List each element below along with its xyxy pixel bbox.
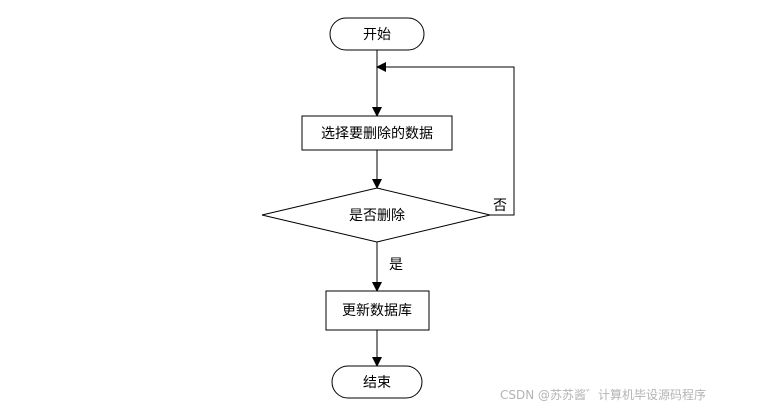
end-label: 结束 (363, 375, 391, 391)
select-data-label: 选择要删除的数据 (321, 126, 433, 142)
decision-delete-label: 是否删除 (349, 208, 405, 224)
decision-delete-node: 是否删除 (261, 187, 491, 243)
edge-yes-label: 是 (389, 257, 403, 273)
watermark: CSDN @苏苏酱゛计算机毕设源码程序 (500, 388, 707, 402)
select-data-node: 选择要删除的数据 (301, 115, 453, 151)
end-node: 结束 (331, 365, 423, 399)
update-db-node: 更新数据库 (325, 290, 430, 331)
update-db-label: 更新数据库 (342, 303, 412, 319)
edge-no-label: 否 (493, 198, 507, 214)
start-node: 开始 (329, 17, 425, 51)
edge-decision-no-loop (376, 62, 515, 216)
start-label: 开始 (363, 27, 391, 43)
